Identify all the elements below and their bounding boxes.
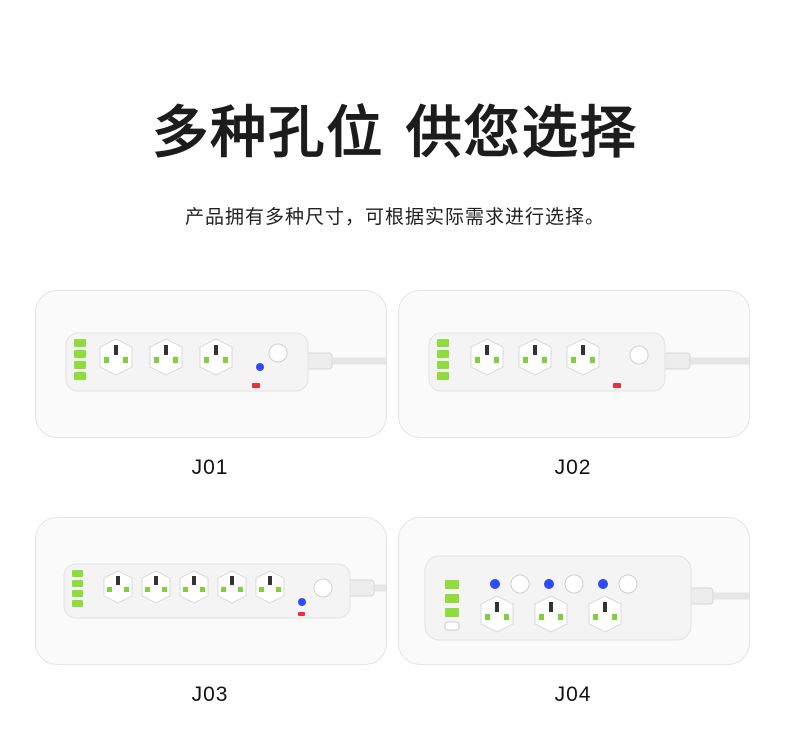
- socket: [480, 595, 514, 633]
- model-label: J02: [554, 456, 592, 479]
- socket: [470, 338, 504, 376]
- page-subtitle: 产品拥有多种尺寸，可根据实际需求进行选择。: [184, 206, 605, 228]
- socket: [534, 595, 568, 633]
- socket: [141, 570, 171, 604]
- socket: [255, 570, 285, 604]
- power-strip-image: [63, 563, 386, 619]
- power-strip-image: [424, 555, 749, 641]
- socket: [149, 338, 183, 376]
- model-label: J03: [191, 683, 229, 706]
- model-label: J01: [191, 456, 229, 479]
- socket: [217, 570, 247, 604]
- socket: [99, 338, 133, 376]
- power-strip-image: [65, 332, 386, 392]
- product-card-j03: [35, 517, 387, 665]
- product-card-j04: [398, 517, 750, 665]
- socket: [199, 338, 233, 376]
- product-card-j01: [35, 290, 387, 438]
- socket: [588, 595, 622, 633]
- model-label: J04: [554, 683, 592, 706]
- socket: [103, 570, 133, 604]
- page-title: 多种孔位 供您选择: [152, 101, 638, 166]
- product-card-j02: [398, 290, 750, 438]
- power-strip-image: [428, 332, 749, 392]
- socket: [566, 338, 600, 376]
- socket: [179, 570, 209, 604]
- socket: [518, 338, 552, 376]
